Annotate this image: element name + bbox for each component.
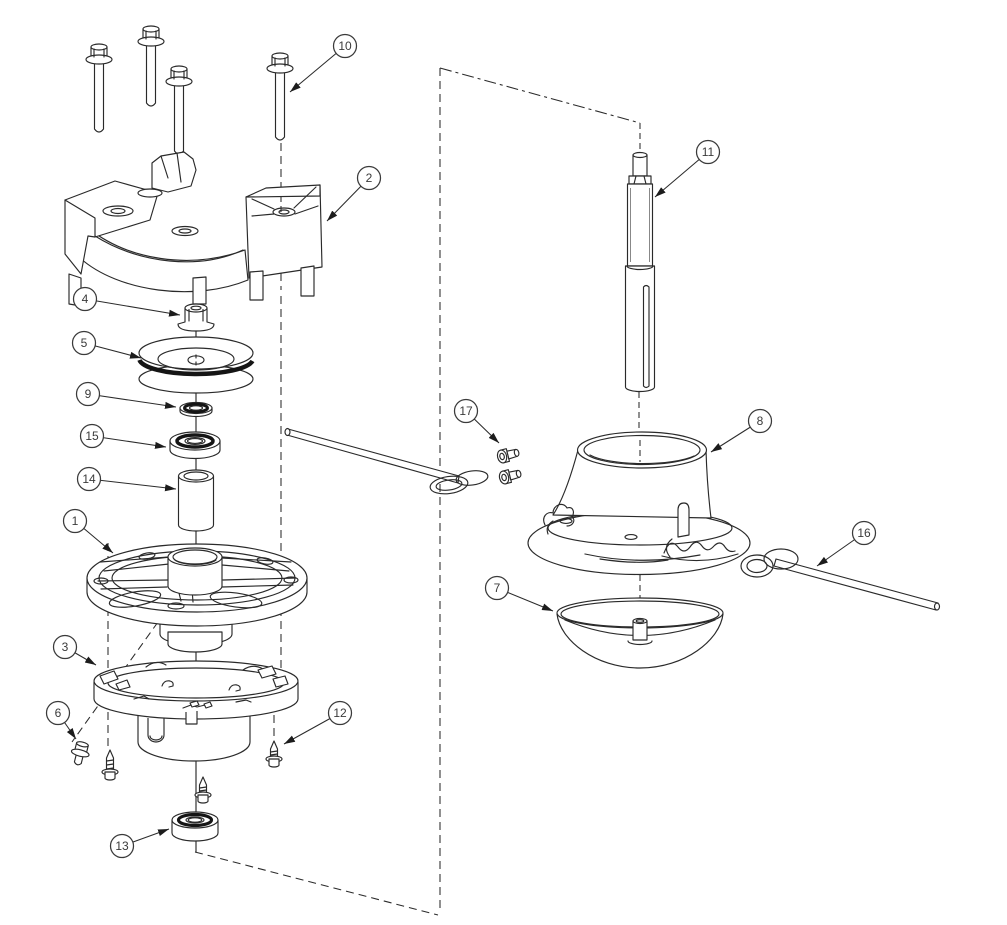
part-17-grease-fittings bbox=[496, 448, 522, 485]
flange-bolt-3 bbox=[165, 65, 193, 155]
callout-9: 9 bbox=[75, 381, 101, 407]
callout-14-number: 14 bbox=[82, 472, 96, 486]
callout-6-number: 6 bbox=[55, 706, 62, 720]
callout-10-number: 10 bbox=[338, 39, 352, 53]
part-12-screws bbox=[101, 740, 283, 804]
part-4-flange-nut bbox=[177, 303, 215, 332]
callout-9-number: 9 bbox=[85, 387, 92, 401]
callout-15: 15 bbox=[79, 423, 105, 449]
flange-bolt-4 bbox=[266, 52, 294, 141]
leader-lines bbox=[57, 45, 865, 847]
callout-11-number: 11 bbox=[702, 145, 715, 159]
callout-4-number: 4 bbox=[82, 292, 89, 306]
callout-13: 13 bbox=[109, 833, 135, 859]
callout-8-number: 8 bbox=[757, 414, 764, 428]
part-2-upper-housing bbox=[64, 151, 323, 307]
callout-12: 12 bbox=[327, 700, 353, 726]
callout-8: 8 bbox=[747, 408, 773, 434]
callout-5: 5 bbox=[71, 330, 97, 356]
part-8-housing-cup bbox=[527, 431, 751, 576]
part-15-bearing bbox=[169, 431, 221, 460]
callout-17: 17 bbox=[453, 398, 479, 424]
callout-17-number: 17 bbox=[459, 404, 473, 418]
screw-right bbox=[265, 740, 283, 768]
part-3-housing-base bbox=[93, 660, 299, 762]
part-13-bearing bbox=[171, 811, 219, 842]
part-14-spacer-tube bbox=[177, 469, 215, 532]
grease-fitting-1 bbox=[496, 448, 520, 464]
callout-14: 14 bbox=[76, 466, 102, 492]
callout-7: 7 bbox=[484, 575, 510, 601]
hairpin-rod-left bbox=[284, 427, 489, 495]
part-11-shaft bbox=[624, 151, 656, 393]
screw-left bbox=[101, 749, 119, 781]
callout-5-number: 5 bbox=[81, 336, 88, 350]
screw-center bbox=[194, 776, 212, 804]
callout-1: 1 bbox=[62, 508, 88, 534]
part-9-ring bbox=[179, 401, 213, 418]
callout-2: 2 bbox=[356, 165, 382, 191]
callout-3-number: 3 bbox=[62, 640, 69, 654]
part-5-pulley bbox=[137, 336, 255, 394]
callout-4: 4 bbox=[72, 286, 98, 312]
flange-bolts bbox=[85, 25, 294, 155]
callout-2-number: 2 bbox=[366, 171, 373, 185]
part-1-spindle-pulley bbox=[86, 543, 308, 653]
callout-6: 6 bbox=[45, 700, 71, 726]
part-6-bolt bbox=[70, 741, 90, 766]
callout-1-number: 1 bbox=[72, 514, 79, 528]
grease-fitting-2 bbox=[498, 469, 522, 485]
part-7-cover-bowl bbox=[556, 597, 724, 669]
callout-3: 3 bbox=[52, 634, 78, 660]
callout-15-number: 15 bbox=[85, 429, 99, 443]
callout-11: 11 bbox=[695, 139, 721, 165]
callout-12-number: 12 bbox=[333, 706, 347, 720]
callout-7-number: 7 bbox=[494, 581, 501, 595]
callout-10: 10 bbox=[332, 33, 358, 59]
callout-balloons: 10 2 4 5 9 15 14 1 bbox=[45, 33, 877, 859]
flange-bolt-2 bbox=[137, 25, 165, 107]
callout-16-number: 16 bbox=[857, 526, 871, 540]
callout-13-number: 13 bbox=[115, 839, 129, 853]
flange-bolt-1 bbox=[85, 43, 113, 133]
part-16-hairpin-rod bbox=[740, 548, 941, 611]
callout-16: 16 bbox=[851, 520, 877, 546]
